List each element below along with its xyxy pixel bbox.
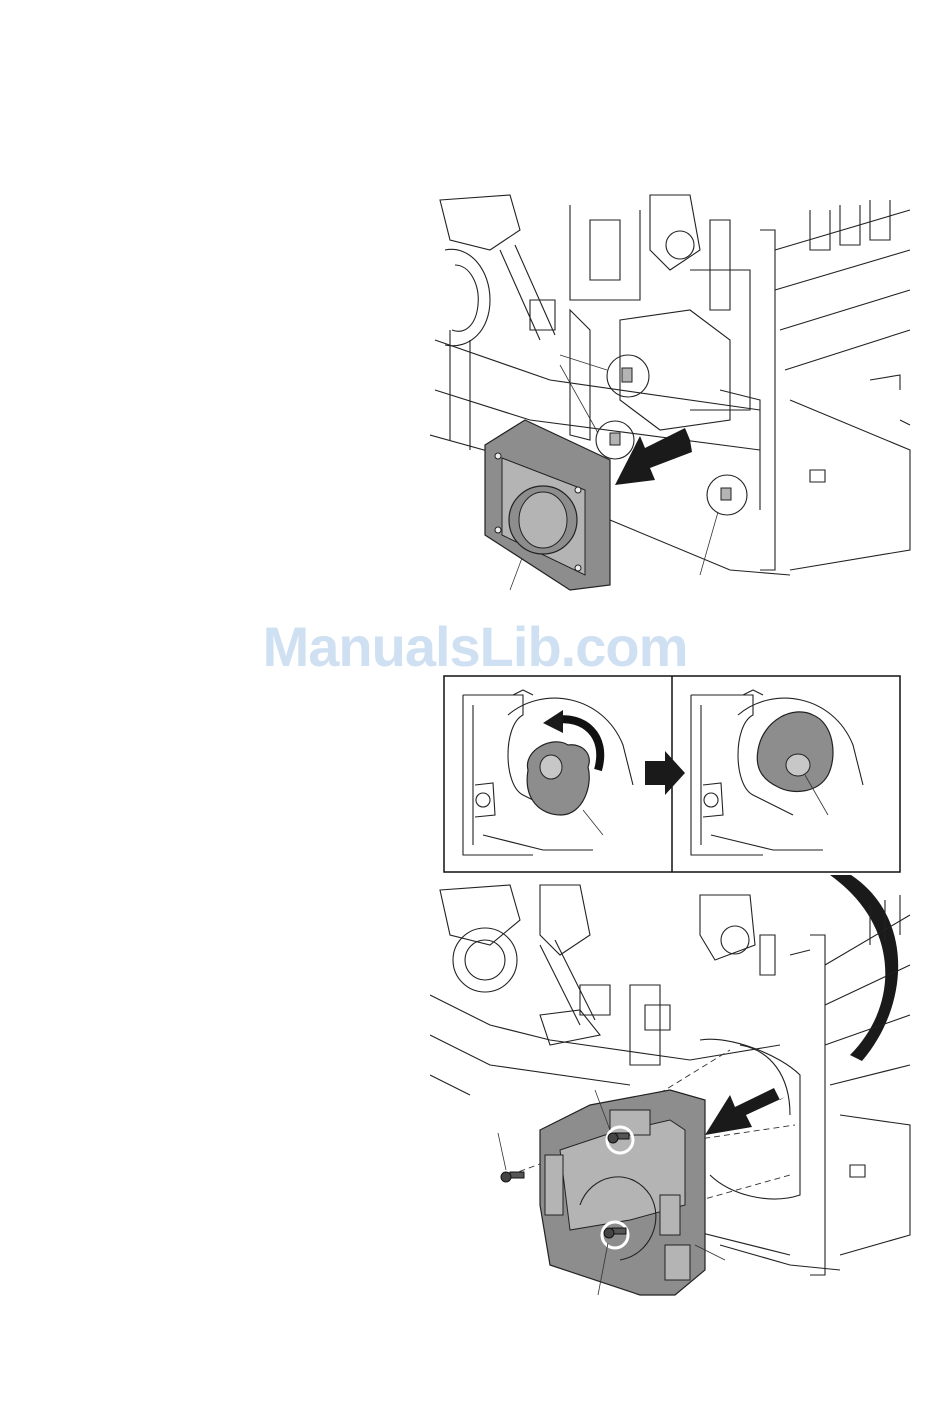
cam-rotation-figure <box>443 675 901 873</box>
fan-removal-figure <box>430 190 920 605</box>
unit-removal-arrow-icon <box>705 1088 785 1135</box>
cam-rotation-detail-icon <box>443 675 901 873</box>
cooling-fan-removal-icon <box>430 190 920 605</box>
drive-unit-removal-illustration-icon <box>430 875 920 1305</box>
drive-unit-removal-figure <box>430 875 920 1305</box>
watermark: ManualsLib.com <box>0 614 950 679</box>
